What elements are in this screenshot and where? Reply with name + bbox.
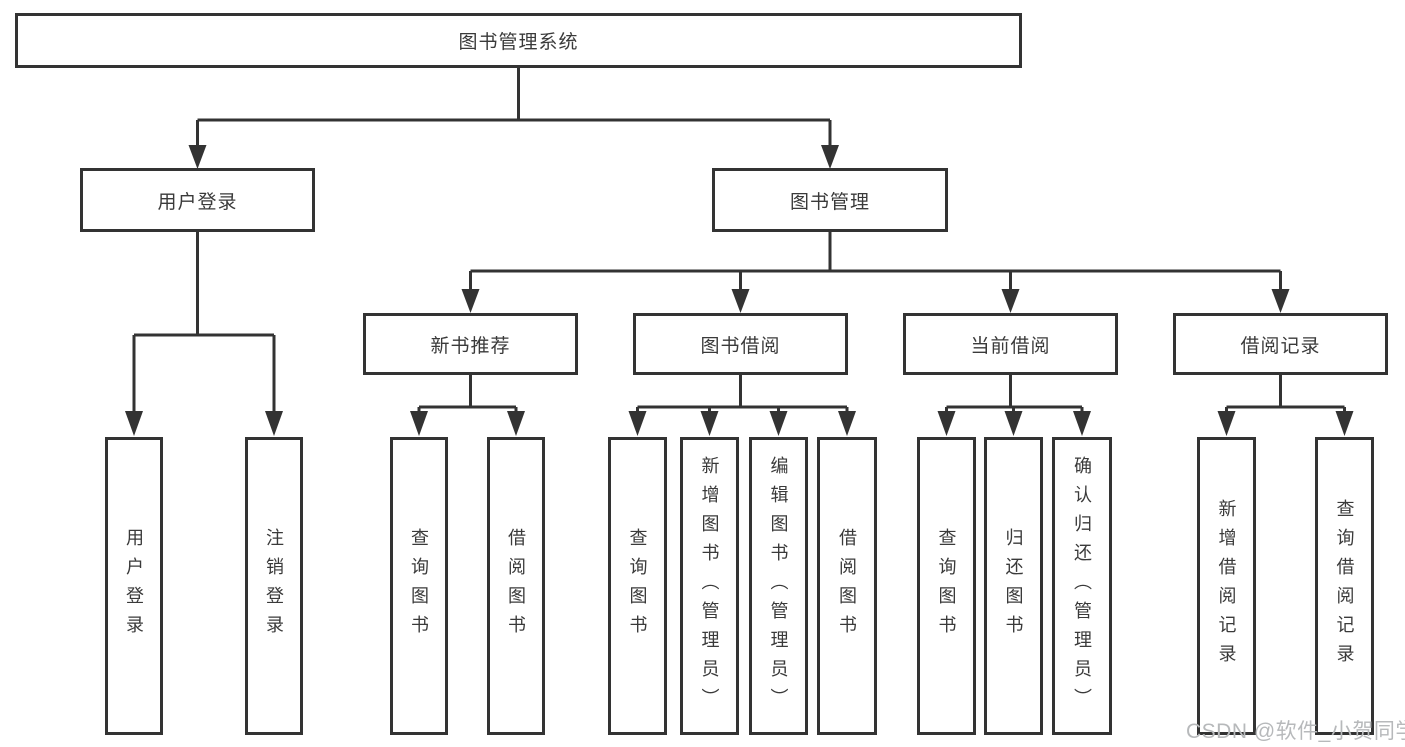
connector-new-book-recommend: [410, 375, 525, 436]
node-confirm-return-admin: 确认归还（管理员）: [1052, 437, 1112, 735]
node-label: 用户登录: [124, 528, 144, 644]
node-label: 查询图书: [409, 528, 429, 644]
node-user-login-leaf: 用户登录: [105, 437, 163, 735]
connector-user-login: [125, 232, 283, 436]
node-label: 借阅图书: [837, 528, 857, 644]
node-book-management: 图书管理: [712, 168, 948, 232]
node-label: 查询图书: [627, 528, 648, 644]
node-user-login: 用户登录: [80, 168, 315, 232]
csdn-watermark: CSDN @软件_小贺同学: [1186, 720, 1405, 743]
node-query-books-3: 查询图书: [917, 437, 976, 735]
node-query-borrow-record: 查询借阅记录: [1315, 437, 1374, 735]
node-add-borrow-record: 新增借阅记录: [1197, 437, 1256, 735]
connector-book-management: [461, 232, 1290, 313]
node-borrow-books-1: 借阅图书: [487, 437, 545, 735]
node-label: 查询借阅记录: [1334, 499, 1355, 673]
node-logout: 注销登录: [245, 437, 303, 735]
node-query-books-1: 查询图书: [390, 437, 448, 735]
node-library-system: 图书管理系统: [15, 13, 1022, 68]
node-current-borrow: 当前借阅: [903, 313, 1118, 375]
node-label: 新增图书（管理员）: [699, 455, 720, 717]
node-label: 查询图书: [936, 528, 957, 644]
connector-borrow-records: [1217, 375, 1354, 436]
connector-book-borrow: [628, 375, 856, 436]
node-label: 编辑图书（管理员）: [768, 455, 789, 717]
node-label: 确认归还（管理员）: [1072, 455, 1092, 717]
node-book-borrow: 图书借阅: [633, 313, 848, 375]
node-label: 新增借阅记录: [1216, 499, 1237, 673]
node-add-book-admin: 新增图书（管理员）: [680, 437, 739, 735]
node-return-book: 归还图书: [984, 437, 1043, 735]
node-label: 借阅图书: [506, 528, 526, 644]
node-borrow-books-2: 借阅图书: [817, 437, 877, 735]
connector-root: [188, 68, 839, 169]
node-borrow-records: 借阅记录: [1173, 313, 1388, 375]
connector-current-borrow: [937, 375, 1091, 436]
node-label: 注销登录: [264, 528, 284, 644]
node-new-book-recommend: 新书推荐: [363, 313, 578, 375]
node-query-books-2: 查询图书: [608, 437, 667, 735]
node-edit-book-admin: 编辑图书（管理员）: [749, 437, 808, 735]
node-label: 归还图书: [1003, 528, 1024, 644]
